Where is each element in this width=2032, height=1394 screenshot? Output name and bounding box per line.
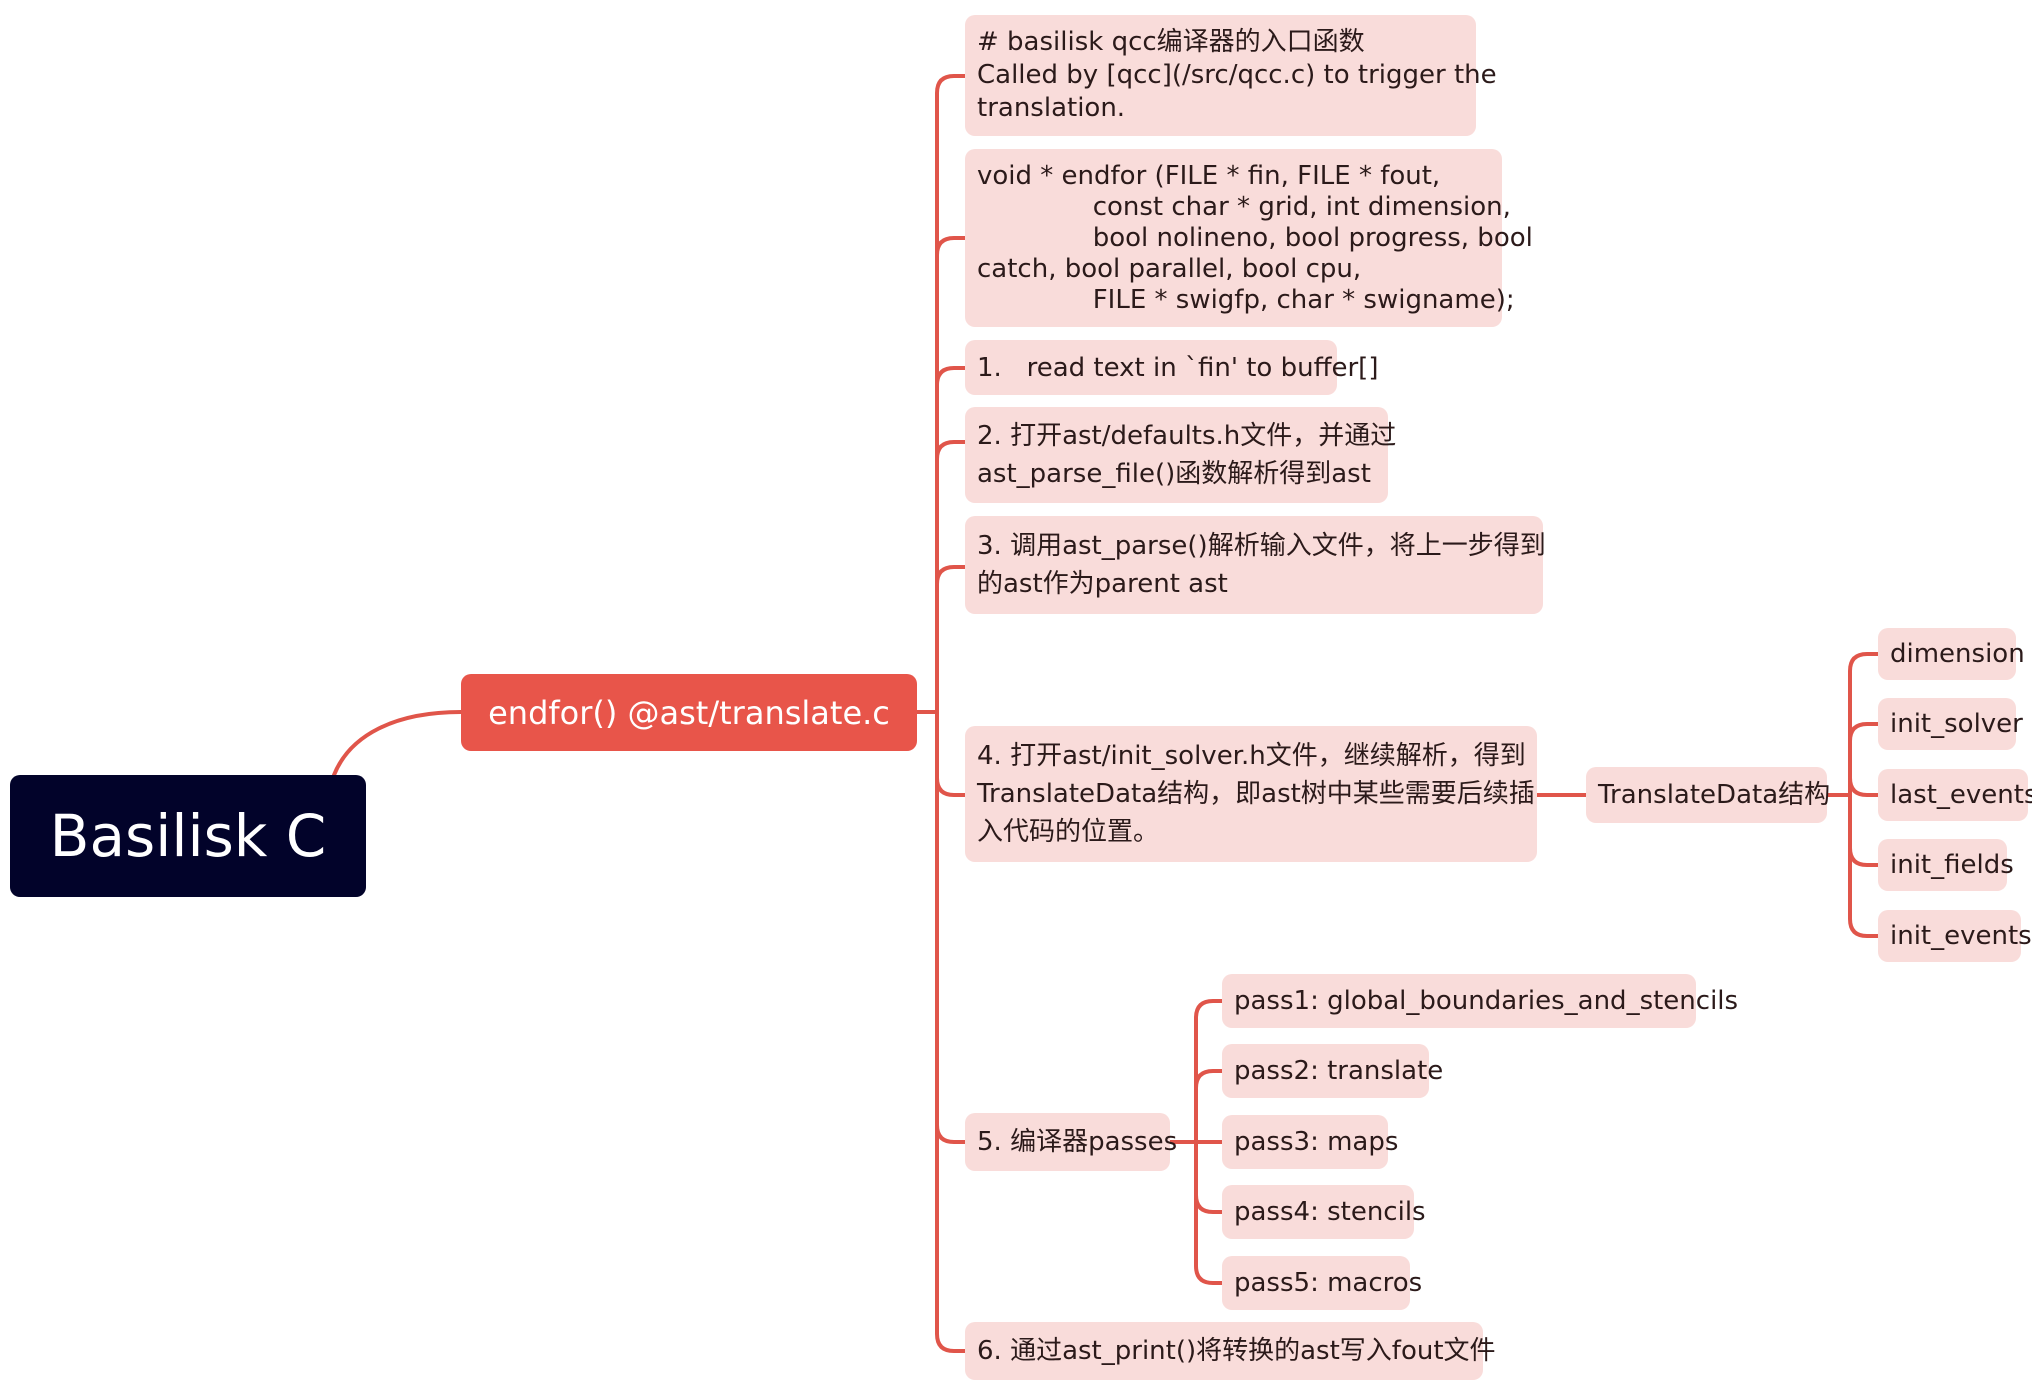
step-link-3 [935, 366, 967, 387]
field-node[interactable]: init_fields [1878, 839, 2014, 891]
step-node-4[interactable]: 4. 打开ast/init_solver.h文件，继续解析，得到 Transla… [965, 726, 1537, 862]
step-link-5 [935, 565, 967, 586]
step-label: 6. 通过ast_print()将转换的ast写入fout文件 [977, 1336, 1496, 1366]
field-label: init_solver [1890, 709, 2023, 739]
translatedata-label: TranslateData结构 [1598, 780, 1831, 810]
pass-node[interactable]: pass5: macros [1222, 1256, 1422, 1310]
field-label: init_events [1890, 921, 2032, 951]
step-node-6[interactable]: 6. 通过ast_print()将转换的ast写入fout文件 [965, 1322, 1496, 1380]
translatedata-node[interactable]: TranslateData结构 [1586, 767, 1831, 823]
root-topic-label: Basilisk C [49, 802, 327, 870]
main-topic[interactable]: endfor() @ast/translate.c [461, 674, 917, 751]
main-topic-label: endfor() @ast/translate.c [488, 693, 890, 732]
field-node[interactable]: init_events [1878, 910, 2032, 962]
field-node[interactable]: last_events [1878, 769, 2032, 821]
step-label: 4. 打开ast/init_solver.h文件，继续解析，得到 Transla… [977, 741, 1535, 847]
root-to-main-link [332, 710, 463, 777]
field-link-3 [1848, 776, 1880, 797]
step-label: 5. 编译器passes [977, 1127, 1178, 1157]
pass-label: pass1: global_boundaries_and_stencils [1234, 986, 1739, 1016]
passes-spine [1194, 999, 1224, 1285]
field-link-2 [1848, 722, 1880, 743]
field-label: init_fields [1890, 850, 2014, 880]
step-node-2[interactable]: 2. 打开ast/defaults.h文件，并通过 ast_parse_file… [965, 407, 1396, 503]
step-label: void * endfor (FILE * fin, FILE * fout, … [977, 160, 1533, 315]
step-label: 1. read text in `fin' to buffer[] [977, 352, 1379, 383]
pass-label: pass5: macros [1234, 1268, 1423, 1298]
step-label: 2. 打开ast/defaults.h文件，并通过 ast_parse_file… [977, 421, 1397, 489]
step-link-7 [935, 1123, 967, 1144]
pass-link-4 [1194, 1193, 1224, 1214]
field-node[interactable]: init_solver [1878, 698, 2023, 750]
pass-label: pass2: translate [1234, 1056, 1444, 1086]
step-node-3[interactable]: 3. 调用ast_parse()解析输入文件，将上一步得到 的ast作为pare… [965, 516, 1546, 614]
step-node-signature[interactable]: void * endfor (FILE * fin, FILE * fout, … [965, 149, 1533, 327]
pass-node[interactable]: pass3: maps [1222, 1115, 1398, 1169]
pass-node[interactable]: pass4: stencils [1222, 1185, 1426, 1239]
field-label: dimension [1890, 639, 2025, 669]
step-link-2 [935, 236, 967, 257]
pass-label: pass3: maps [1234, 1127, 1399, 1157]
pass-link-2 [1194, 1069, 1224, 1090]
field-link-4 [1848, 846, 1880, 867]
field-label: last_events [1890, 780, 2032, 810]
step-node-5[interactable]: 5. 编译器passes [965, 1113, 1177, 1171]
pass-node[interactable]: pass1: global_boundaries_and_stencils [1222, 974, 1738, 1028]
pass-label: pass4: stencils [1234, 1197, 1426, 1227]
step-node-header[interactable]: # basilisk qcc编译器的入口函数 Called by [qcc](/… [965, 15, 1497, 136]
step-node-1[interactable]: 1. read text in `fin' to buffer[] [965, 340, 1378, 395]
step-label: 3. 调用ast_parse()解析输入文件，将上一步得到 的ast作为pare… [977, 531, 1546, 599]
step-link-4 [935, 440, 967, 461]
step-link-6 [935, 776, 967, 797]
step-label: # basilisk qcc编译器的入口函数 Called by [qcc](/… [977, 27, 1497, 123]
root-topic[interactable]: Basilisk C [10, 775, 366, 897]
fields-spine [1848, 652, 1880, 938]
field-node[interactable]: dimension [1878, 628, 2025, 680]
steps-spine [935, 74, 967, 1353]
pass-node[interactable]: pass2: translate [1222, 1044, 1443, 1098]
